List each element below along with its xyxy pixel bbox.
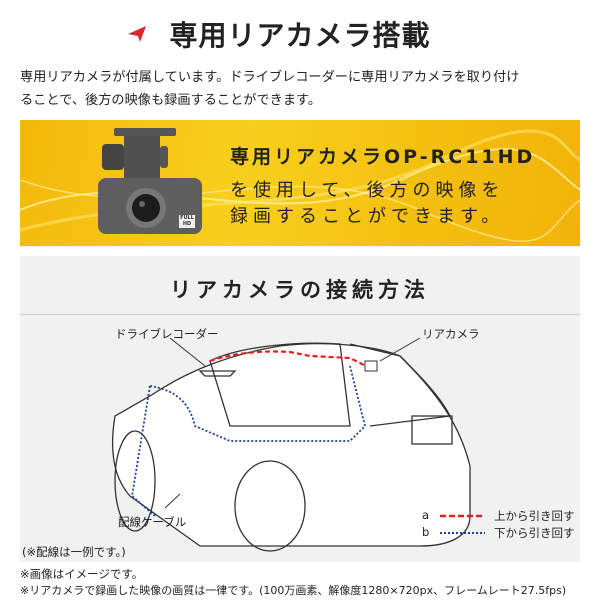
legend-key: b	[422, 525, 430, 539]
label-drive-recorder: ドライブレコーダー	[115, 327, 219, 341]
legend-b: b 下から引き回す	[422, 525, 575, 540]
title-text: 専用リアカメラ搭載	[169, 19, 431, 52]
divider	[20, 314, 580, 315]
intro-line-1: 専用リアカメラが付属しています。ドライブレコーダーに専用リアカメラを取り付け	[20, 70, 520, 85]
banner-line-1: を使用して、後方の映像を	[230, 180, 505, 201]
full-hd-badge: FULL HD	[179, 215, 195, 228]
rear-camera-image	[98, 128, 202, 234]
intro-line-2: ることで、後方の映像も録画することができます。	[20, 93, 322, 108]
note-image: ※画像はイメージです。	[20, 567, 144, 581]
intro-text: 専用リアカメラが付属しています。ドライブレコーダーに専用リアカメラを取り付け る…	[20, 66, 590, 112]
label-rear-camera: リアカメラ	[422, 327, 480, 341]
connection-diagram: リアカメラの接続方法 ドライブレコーダー リアカメラ 配線ケーブル a 上から引き…	[20, 256, 580, 562]
page-title: 専用リアカメラ搭載	[0, 14, 600, 54]
red-arrow-icon	[128, 26, 146, 42]
diagram-title: リアカメラの接続方法	[170, 278, 430, 302]
legend-text: 下から引き回す	[494, 526, 575, 540]
car-illustration	[111, 337, 485, 552]
note-quality: ※リアカメラで録画した映像の画質は一律です。(100万画素、解像度1280×72…	[20, 584, 567, 597]
banner-description: を使用して、後方の映像を 録画することができます。	[230, 178, 505, 230]
legend-text: 上から引き回す	[494, 509, 575, 523]
disclaimer: (※配線は一例です。)	[22, 545, 126, 559]
label-cable: 配線ケーブル	[118, 515, 187, 529]
legend-a: a 上から引き回す	[422, 508, 575, 523]
product-banner: FULL HD 専用リアカメラOP-RC11HD を使用して、後方の映像を 録画…	[20, 120, 580, 246]
legend-key: a	[422, 508, 430, 522]
banner-line-2: 録画することができます。	[230, 206, 505, 227]
product-name: 専用リアカメラOP-RC11HD	[230, 146, 536, 168]
